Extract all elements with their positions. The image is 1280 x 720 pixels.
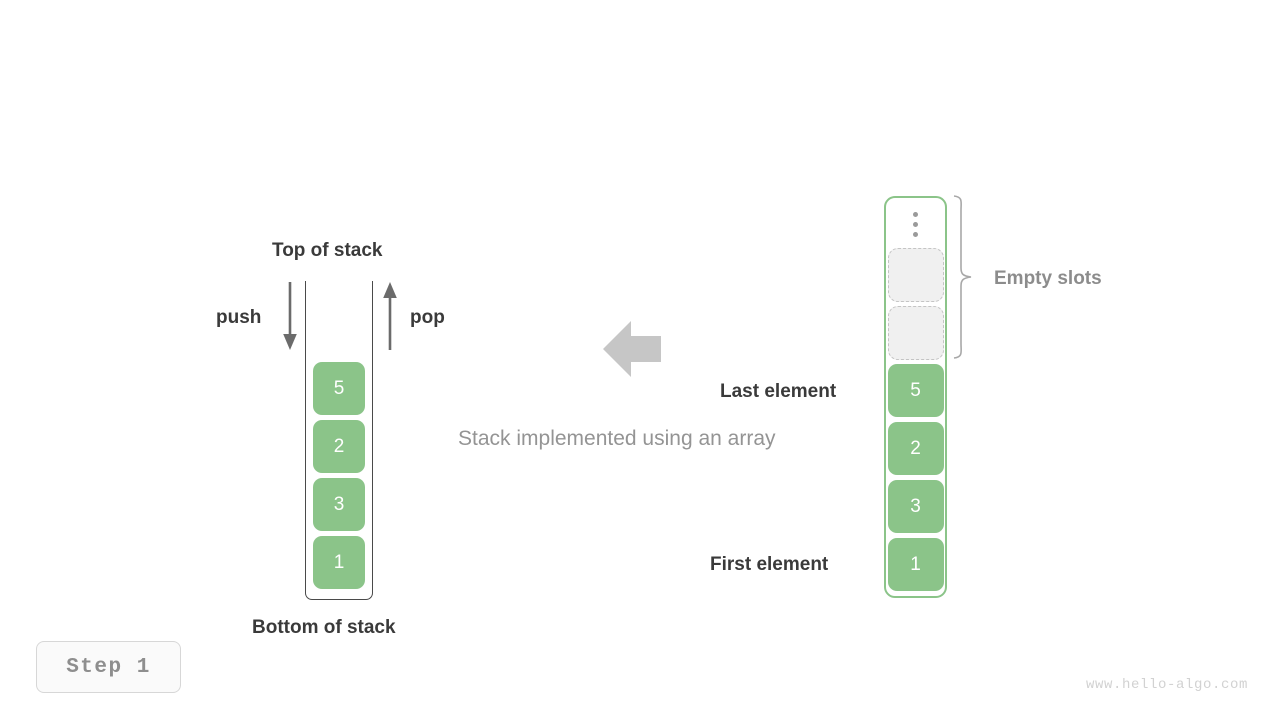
push-arrow-down-icon <box>283 282 297 350</box>
stack-container-outline <box>305 281 373 600</box>
stack-cell: 1 <box>313 536 365 589</box>
last-element-label: Last element <box>720 381 837 402</box>
transform-arrow-left-icon <box>603 321 661 377</box>
array-cell: 5 <box>887 364 944 417</box>
empty-slots-label: Empty slots <box>994 268 1102 289</box>
stack-cell-list: 5 2 3 1 <box>313 362 365 589</box>
first-element-label: First element <box>710 554 829 575</box>
empty-slot <box>887 248 944 302</box>
stack-cell: 3 <box>313 478 365 531</box>
top-of-stack-label: Top of stack <box>272 240 383 261</box>
array-cell: 1 <box>887 538 944 591</box>
array-slot-list: 5 2 3 1 <box>887 200 944 591</box>
stack-cell: 5 <box>313 362 365 415</box>
stack-cell: 2 <box>313 420 365 473</box>
empty-slots-brace-icon <box>953 195 972 359</box>
vertical-ellipsis-icon <box>888 200 944 248</box>
figure-caption: Stack implemented using an array <box>458 427 776 450</box>
pop-arrow-up-icon <box>383 282 397 350</box>
array-cell: 2 <box>887 422 944 475</box>
empty-slot <box>887 306 944 360</box>
ellipsis-dot <box>913 211 918 217</box>
bottom-of-stack-label: Bottom of stack <box>252 617 396 638</box>
push-label: push <box>216 307 262 328</box>
array-cell: 3 <box>887 480 944 533</box>
ellipsis-dot <box>913 231 918 237</box>
step-badge: Step 1 <box>36 641 181 693</box>
ellipsis-dot <box>913 221 918 227</box>
watermark: www.hello-algo.com <box>1085 677 1248 693</box>
pop-label: pop <box>410 307 445 328</box>
